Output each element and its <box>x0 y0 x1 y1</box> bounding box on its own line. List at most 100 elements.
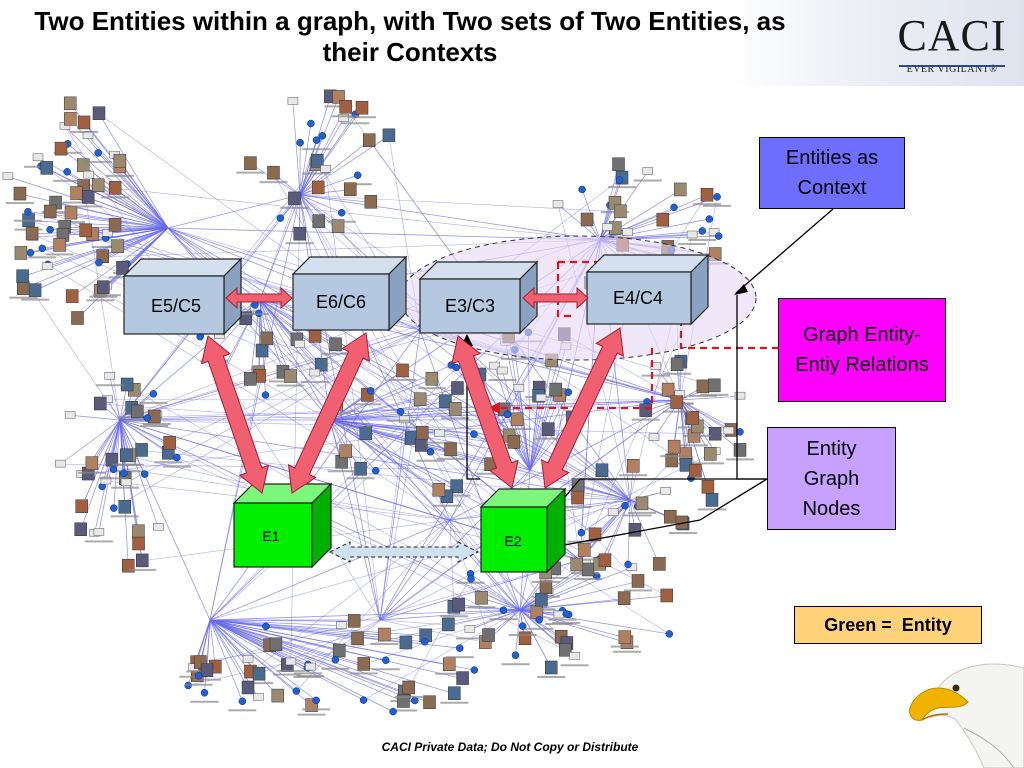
graph-node-caption <box>297 713 326 716</box>
graph-node-photo <box>17 281 30 295</box>
graph-node-photo <box>94 396 107 411</box>
graph-node-photo <box>665 453 678 468</box>
graph-edge <box>379 609 521 621</box>
graph-edge <box>299 140 370 196</box>
graph-node-caption <box>692 203 721 206</box>
graph-node-photo <box>132 524 145 539</box>
logo-wordmark: CACI <box>897 11 1007 60</box>
graph-edge <box>259 140 317 301</box>
graph-node-caption <box>347 116 376 119</box>
graph-node-caption <box>683 434 712 437</box>
graph-node-dot <box>292 687 301 695</box>
graph-node-caption <box>21 298 50 301</box>
graph-node-dot <box>470 666 479 674</box>
graph-edge <box>259 299 315 374</box>
graph-node-dot <box>705 215 714 223</box>
graph-node-doc <box>569 652 580 660</box>
legend-graph-relations: Graph Entity-Entiy Relations <box>778 298 946 402</box>
graph-node-photo <box>28 283 42 297</box>
graph-node-caption <box>296 675 325 678</box>
graph-node-caption <box>488 379 517 382</box>
graph-edge <box>363 609 521 701</box>
graph-node-doc <box>535 393 547 402</box>
graph-node-dot <box>359 696 368 704</box>
graph-edge <box>64 126 169 229</box>
graph-node-dot <box>109 465 118 474</box>
graph-node-caption <box>294 672 323 675</box>
entity-cube-e1-front <box>233 502 313 568</box>
graph-node-caption <box>726 458 754 461</box>
graph-node-photo <box>113 153 127 168</box>
graph-node-caption <box>331 115 360 118</box>
graph-node-caption <box>439 615 468 618</box>
context-cube-e3c3 <box>418 260 539 335</box>
relation-arrowhead <box>488 402 500 414</box>
legend-entities-as-context-text: Entities as Context <box>785 147 879 199</box>
graph-node-caption <box>436 457 465 460</box>
graph-node-photo <box>339 100 352 114</box>
graph-node-dot <box>296 138 304 147</box>
graph-node-caption <box>688 238 717 241</box>
graph-edge <box>209 619 342 627</box>
graph-node-photo <box>355 100 369 115</box>
graph-node-caption <box>688 394 717 397</box>
graph-node-photo <box>708 426 722 441</box>
graph-node-caption <box>370 643 399 646</box>
graph-node-caption <box>534 437 563 440</box>
graph-node-photo <box>241 680 255 695</box>
graph-edge <box>209 619 340 652</box>
graph-edge <box>206 619 211 671</box>
graph-node-doc <box>513 384 525 392</box>
graph-node-photo <box>628 523 642 537</box>
graph-node-caption <box>394 695 423 698</box>
graph-node-caption <box>84 160 113 163</box>
graph-node-photo <box>269 637 283 652</box>
graph-edge <box>250 519 451 673</box>
graph-node-photo <box>71 311 84 325</box>
graph-node-caption <box>300 381 329 384</box>
graph-node-dot <box>713 193 721 201</box>
graph-node-doc <box>285 657 297 666</box>
graph-edge <box>299 194 371 203</box>
graph-edge <box>329 419 381 621</box>
graph-node-dot <box>95 258 103 267</box>
graph-edge <box>529 398 542 471</box>
graph-node-photo <box>351 631 364 646</box>
graph-node-caption <box>327 220 356 223</box>
graph-node-dot <box>173 453 181 462</box>
graph-edge <box>209 619 355 622</box>
graph-node-caption <box>268 380 297 383</box>
graph-edge <box>481 597 521 611</box>
graph-node-dot <box>564 388 573 396</box>
graph-node-caption <box>527 608 556 611</box>
graph-node-photo <box>74 522 87 537</box>
flag-background <box>730 0 1024 86</box>
graph-node-caption <box>92 294 121 297</box>
graph-node-caption <box>86 299 115 302</box>
graph-node-caption <box>548 618 577 621</box>
graph-node-photo <box>293 226 306 241</box>
graph-node-dot <box>63 168 71 176</box>
graph-node-photo <box>108 218 122 232</box>
graph-node-doc <box>104 371 115 380</box>
graph-node-caption <box>467 606 496 609</box>
graph-node-caption <box>245 682 274 685</box>
graph-node-dot <box>120 469 128 477</box>
graph-node-photo <box>244 156 257 170</box>
graph-node-caption <box>74 205 103 208</box>
graph-node-caption <box>116 470 145 473</box>
graph-node-doc <box>93 528 105 536</box>
graph-node-caption <box>624 589 653 592</box>
graph-node-dot <box>518 622 527 630</box>
graph-node-photo <box>733 443 747 457</box>
graph-node-caption <box>628 511 657 514</box>
entity-label-e1: E1 <box>262 528 280 544</box>
graph-node-photo <box>347 614 361 628</box>
graph-node-photo <box>581 562 595 577</box>
graph-node-photo <box>64 112 77 126</box>
graph-node-photo <box>252 666 266 681</box>
graph-node-caption <box>89 295 118 298</box>
graph-node-doc <box>650 362 662 370</box>
context-cube-e5c5 <box>122 257 243 336</box>
